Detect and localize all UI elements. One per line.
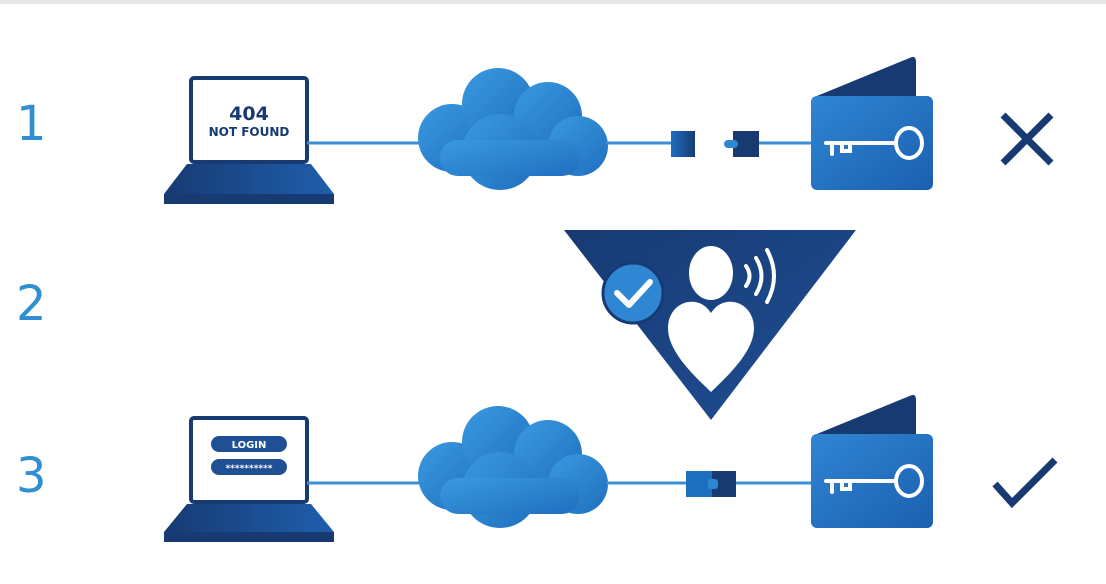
plug-connected-icon bbox=[686, 471, 736, 497]
step-3-flow: LOGIN ********** bbox=[164, 394, 1058, 542]
laptop-icon: LOGIN ********** bbox=[164, 416, 334, 542]
check-badge-icon bbox=[601, 261, 665, 325]
step-number-2: 2 bbox=[16, 276, 47, 332]
step-number-1: 1 bbox=[16, 96, 47, 152]
step-1-flow: 404 NOT FOUND bbox=[164, 56, 1054, 204]
login-label: LOGIN bbox=[232, 440, 267, 451]
key-wallet-icon bbox=[811, 394, 933, 528]
laptop-icon: 404 NOT FOUND bbox=[164, 76, 334, 204]
password-mask: ********** bbox=[225, 464, 272, 474]
key-wallet-icon bbox=[811, 56, 933, 190]
check-icon bbox=[992, 457, 1058, 509]
password-field[interactable] bbox=[211, 459, 287, 475]
top-divider bbox=[0, 0, 1106, 4]
screen-error-message: NOT FOUND bbox=[209, 125, 290, 139]
verified-voice-user-icon bbox=[564, 230, 856, 420]
cross-icon bbox=[1000, 112, 1054, 166]
step-number-3: 3 bbox=[16, 448, 47, 504]
socket-right-icon bbox=[724, 131, 759, 157]
cloud-icon bbox=[418, 68, 608, 190]
login-button[interactable] bbox=[211, 436, 287, 452]
plug-left-icon bbox=[671, 131, 695, 157]
cloud-icon bbox=[418, 406, 608, 528]
screen-error-code: 404 bbox=[229, 103, 269, 125]
